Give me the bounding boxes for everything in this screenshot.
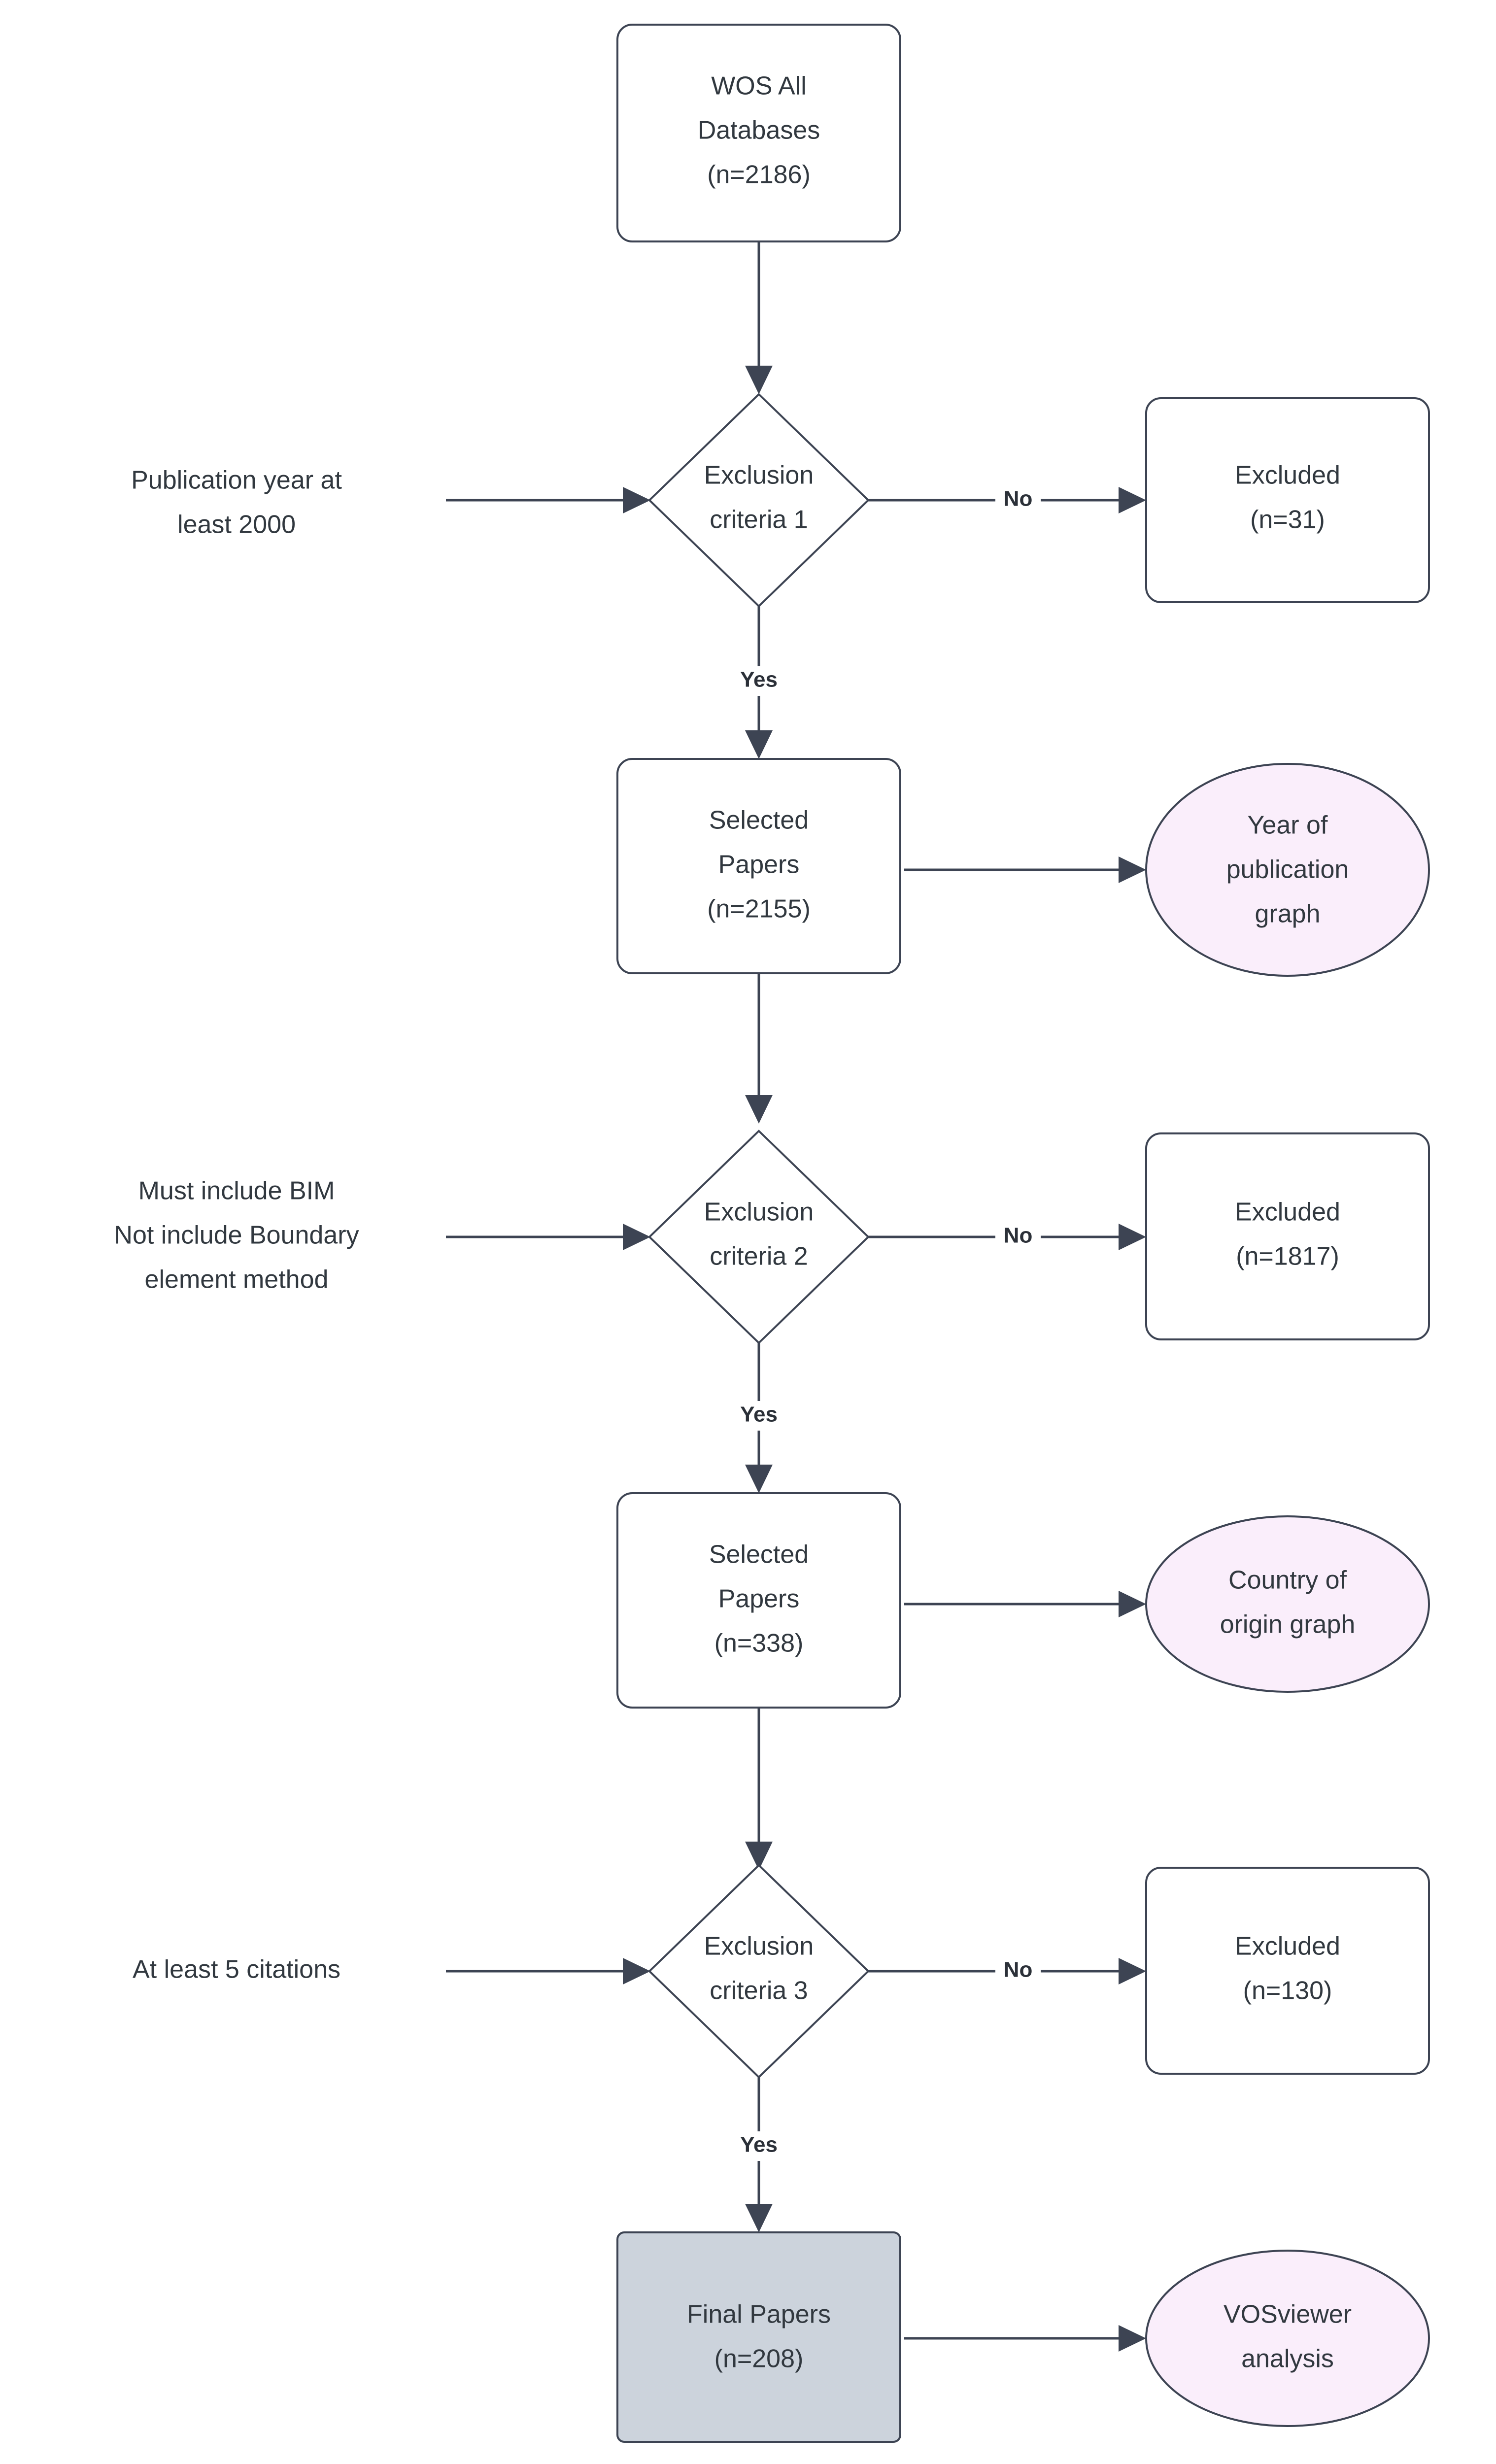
- selected2-line1: Selected: [709, 1540, 809, 1569]
- no2-label: No: [1004, 1224, 1033, 1248]
- final-line2: (n=208): [714, 2345, 804, 2373]
- note1-line1: Publication year at: [131, 466, 342, 495]
- country-graph-line1: Country of: [1228, 1566, 1347, 1595]
- year-graph-line1: Year of: [1248, 811, 1328, 840]
- excluded2-line1: Excluded: [1235, 1198, 1340, 1227]
- vosviewer-line1: VOSviewer: [1224, 2300, 1352, 2329]
- criteria1-diamond[interactable]: [648, 393, 870, 608]
- year-graph-line3: graph: [1255, 900, 1321, 928]
- edge-selected2-to-criteria3: [745, 1708, 773, 1870]
- criteria2-line2: criteria 2: [710, 1242, 808, 1271]
- country-graph-ellipse[interactable]: [1145, 1515, 1430, 1693]
- node-final-papers[interactable]: Final Papers (n=208): [616, 2231, 901, 2443]
- vosviewer-ellipse[interactable]: [1145, 2250, 1430, 2427]
- selected1-box[interactable]: [616, 758, 901, 974]
- selected2-line2: Papers: [718, 1585, 800, 1613]
- criteria1-line2: criteria 1: [710, 506, 808, 534]
- yes3-label: Yes: [740, 2133, 778, 2157]
- criteria3-diamond[interactable]: [648, 1864, 870, 2079]
- source-line1: WOS All: [711, 72, 807, 101]
- excluded2-line2: (n=1817): [1236, 1242, 1339, 1271]
- excluded2-box[interactable]: [1145, 1132, 1430, 1340]
- country-graph-line2: origin graph: [1220, 1610, 1356, 1639]
- edge-label-yes-2: Yes: [728, 1401, 789, 1431]
- criteria1-line1: Exclusion: [704, 461, 814, 490]
- selected2-box[interactable]: [616, 1492, 901, 1709]
- node-selected1[interactable]: Selected Papers (n=2155): [616, 758, 901, 974]
- edge-label-no-2: No: [995, 1222, 1041, 1252]
- note-criteria3: At least 5 citations: [133, 1955, 340, 1984]
- node-vosviewer-analysis[interactable]: VOSviewer analysis: [1145, 2250, 1430, 2427]
- no1-label: No: [1004, 487, 1033, 511]
- node-criteria1[interactable]: Exclusion criteria 1: [648, 393, 870, 608]
- yes2-label: Yes: [740, 1403, 778, 1427]
- selected1-line2: Papers: [718, 851, 800, 879]
- year-graph-ellipse[interactable]: [1145, 763, 1430, 977]
- note2-line2: Not include Boundary: [114, 1221, 359, 1250]
- edge-label-no-3: No: [995, 1956, 1041, 1986]
- note3-line1: At least 5 citations: [133, 1955, 340, 1984]
- edge-note3-to-criteria3: [446, 1958, 650, 1985]
- edge-selected1-to-year-graph: [904, 856, 1146, 883]
- note2-line1: Must include BIM: [138, 1177, 335, 1205]
- selected1-line3: (n=2155): [707, 895, 811, 924]
- edge-label-yes-1: Yes: [728, 666, 789, 696]
- edge-selected2-to-country-graph: [904, 1591, 1146, 1617]
- selected1-line1: Selected: [709, 806, 809, 835]
- vosviewer-line2: analysis: [1241, 2345, 1334, 2373]
- criteria3-line2: criteria 3: [710, 1977, 808, 2005]
- node-criteria3[interactable]: Exclusion criteria 3: [648, 1864, 870, 2079]
- source-box[interactable]: [616, 24, 901, 242]
- criteria3-line1: Exclusion: [704, 1932, 814, 1961]
- excluded1-line2: (n=31): [1250, 506, 1325, 534]
- source-line3: (n=2186): [707, 161, 811, 189]
- node-excluded3[interactable]: Excluded (n=130): [1145, 1867, 1430, 2075]
- excluded1-box[interactable]: [1145, 397, 1430, 603]
- node-criteria2[interactable]: Exclusion criteria 2: [648, 1129, 870, 1344]
- node-country-origin-graph[interactable]: Country of origin graph: [1145, 1515, 1430, 1693]
- node-year-publication-graph[interactable]: Year of publication graph: [1145, 763, 1430, 977]
- note1-line2: least 2000: [177, 511, 296, 539]
- node-source[interactable]: WOS All Databases (n=2186): [616, 24, 901, 242]
- node-selected2[interactable]: Selected Papers (n=338): [616, 1492, 901, 1709]
- edge-note1-to-criteria1: [446, 487, 650, 513]
- yes1-label: Yes: [740, 668, 778, 692]
- criteria2-diamond[interactable]: [648, 1129, 870, 1344]
- edge-selected1-to-criteria2: [745, 973, 773, 1124]
- source-line2: Databases: [698, 116, 820, 145]
- edge-final-to-vosviewer: [904, 2325, 1146, 2352]
- no3-label: No: [1004, 1958, 1033, 1982]
- final-papers-box[interactable]: [616, 2231, 901, 2443]
- note2-line3: element method: [145, 1266, 329, 1294]
- note-criteria1: Publication year at least 2000: [131, 466, 342, 539]
- edge-note2-to-criteria2: [446, 1224, 650, 1250]
- excluded3-box[interactable]: [1145, 1867, 1430, 2075]
- node-excluded2[interactable]: Excluded (n=1817): [1145, 1132, 1430, 1340]
- final-line1: Final Papers: [687, 2300, 831, 2329]
- excluded3-line1: Excluded: [1235, 1932, 1340, 1961]
- selected2-line3: (n=338): [714, 1629, 804, 1658]
- edge-source-to-criteria1: [745, 241, 773, 394]
- year-graph-line2: publication: [1226, 856, 1349, 884]
- criteria2-line1: Exclusion: [704, 1198, 814, 1227]
- edge-label-yes-3: Yes: [728, 2131, 789, 2161]
- excluded3-line2: (n=130): [1243, 1977, 1332, 2005]
- node-excluded1[interactable]: Excluded (n=31): [1145, 397, 1430, 603]
- note-criteria2: Must include BIM Not include Boundary el…: [114, 1177, 359, 1294]
- edge-label-no-1: No: [995, 485, 1041, 515]
- excluded1-line1: Excluded: [1235, 461, 1340, 490]
